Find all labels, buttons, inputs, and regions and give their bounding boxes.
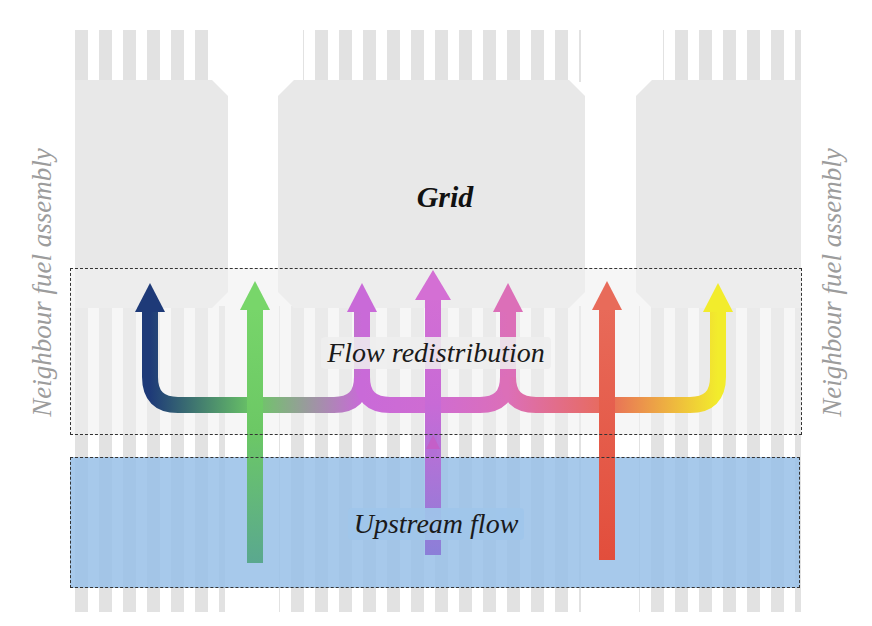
node-text: Flow redistribution: [321, 337, 551, 369]
arrow-heads: [135, 270, 733, 312]
upstream-zone: Upstream flow: [70, 457, 800, 588]
neighbour-assembly-label: Neighbour fuel assembly: [816, 148, 847, 416]
neighbour-assembly-label: Neighbour fuel assembly: [27, 148, 58, 416]
grid-label-box: Grid: [403, 172, 488, 222]
node-text: Upstream flow: [348, 508, 525, 540]
node-text: Grid: [411, 180, 480, 214]
flow-arrows: [150, 298, 718, 563]
redistribution-zone: Flow redistribution: [70, 268, 802, 435]
flow-connector: [429, 435, 437, 457]
